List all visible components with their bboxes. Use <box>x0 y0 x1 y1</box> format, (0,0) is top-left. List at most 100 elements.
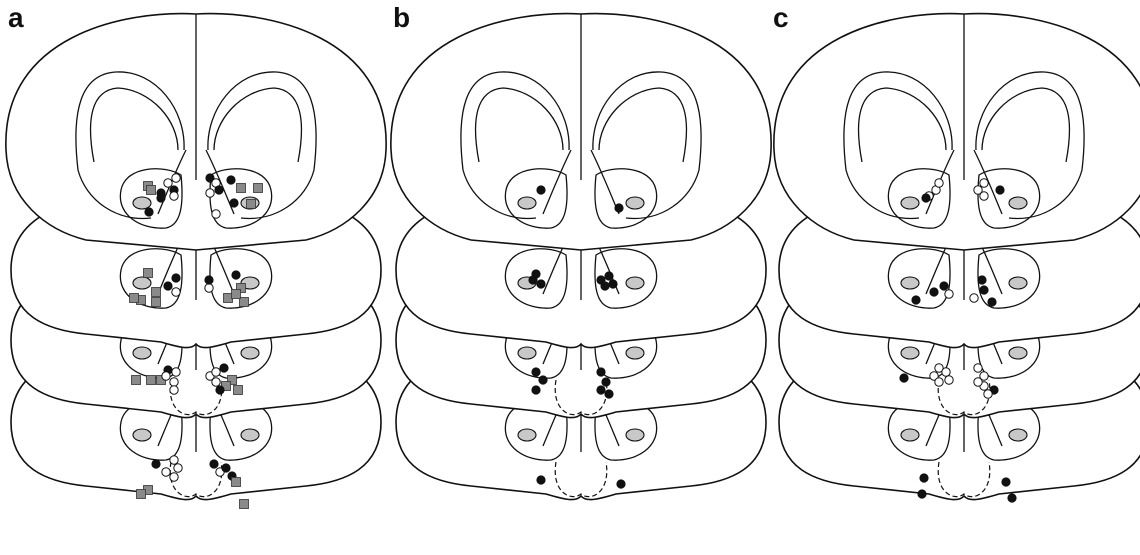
gray-square-marker <box>152 298 161 307</box>
open-circle-marker <box>935 179 943 187</box>
brain-section <box>391 14 771 250</box>
open-circle-marker <box>170 192 178 200</box>
filled-circle-marker <box>605 272 613 280</box>
open-circle-marker <box>162 468 170 476</box>
gray-square-marker <box>152 288 161 297</box>
hemisphere-outline <box>774 14 1140 250</box>
open-circle-marker <box>970 294 978 302</box>
anterior-commissure <box>626 347 644 359</box>
filled-circle-marker <box>532 368 540 376</box>
brain-section <box>774 14 1140 250</box>
anterior-commissure <box>133 277 151 289</box>
open-circle-marker <box>172 368 180 376</box>
gray-square-marker <box>130 294 139 303</box>
gray-square-marker <box>132 376 141 385</box>
anterior-commissure <box>1009 347 1027 359</box>
open-circle-marker <box>170 378 178 386</box>
open-circle-marker <box>212 378 220 386</box>
anterior-commissure <box>133 347 151 359</box>
filled-circle-marker <box>215 186 223 194</box>
filled-circle-marker <box>537 186 545 194</box>
filled-circle-marker <box>597 368 605 376</box>
brain-section <box>6 14 386 250</box>
filled-circle-marker <box>230 199 238 207</box>
filled-circle-marker <box>1002 478 1010 486</box>
filled-circle-marker <box>210 460 218 468</box>
filled-circle-marker <box>918 490 926 498</box>
filled-circle-marker <box>978 276 986 284</box>
filled-circle-marker <box>605 390 613 398</box>
anterior-commissure <box>518 429 536 441</box>
filled-circle-marker <box>996 186 1004 194</box>
open-circle-marker <box>170 386 178 394</box>
filled-circle-marker <box>537 280 545 288</box>
filled-circle-marker <box>609 280 617 288</box>
anterior-commissure <box>518 347 536 359</box>
anterior-commissure <box>1009 429 1027 441</box>
filled-circle-marker <box>615 204 623 212</box>
filled-circle-marker <box>220 364 228 372</box>
gray-square-marker <box>240 500 249 509</box>
filled-circle-marker <box>602 378 610 386</box>
section-stack-panel-b <box>391 14 771 500</box>
open-circle-marker <box>174 464 182 472</box>
gray-square-marker <box>144 269 153 278</box>
anterior-commissure <box>1009 197 1027 209</box>
open-circle-marker <box>164 179 172 187</box>
gray-square-marker <box>254 184 263 193</box>
filled-circle-marker <box>164 282 172 290</box>
open-circle-marker <box>212 210 220 218</box>
section-stack-panel-c <box>774 14 1140 503</box>
open-circle-marker <box>935 378 943 386</box>
open-circle-marker <box>980 192 988 200</box>
anterior-commissure <box>626 197 644 209</box>
open-circle-marker <box>980 179 988 187</box>
open-circle-marker <box>172 174 180 182</box>
filled-circle-marker <box>152 460 160 468</box>
gray-square-marker <box>147 376 156 385</box>
open-circle-marker <box>170 456 178 464</box>
open-circle-marker <box>206 189 214 197</box>
filled-circle-marker <box>597 386 605 394</box>
filled-circle-marker <box>537 476 545 484</box>
open-circle-marker <box>974 378 982 386</box>
open-circle-marker <box>945 290 953 298</box>
filled-circle-marker <box>920 474 928 482</box>
filled-circle-marker <box>539 376 547 384</box>
open-circle-marker <box>162 372 170 380</box>
anterior-commissure <box>626 429 644 441</box>
filled-circle-marker <box>900 374 908 382</box>
open-circle-marker <box>974 364 982 372</box>
anterior-commissure <box>241 347 259 359</box>
filled-circle-marker <box>617 480 625 488</box>
anterior-commissure <box>1009 277 1027 289</box>
filled-circle-marker <box>532 386 540 394</box>
open-circle-marker <box>170 473 178 481</box>
filled-circle-marker <box>216 386 224 394</box>
filled-circle-marker <box>930 288 938 296</box>
filled-circle-marker <box>922 194 930 202</box>
open-circle-marker <box>205 284 213 292</box>
filled-circle-marker <box>980 286 988 294</box>
gray-square-marker <box>147 186 156 195</box>
gray-square-marker <box>234 386 243 395</box>
anterior-commissure <box>901 277 919 289</box>
filled-circle-marker <box>1008 494 1016 502</box>
section-stack-panel-a <box>6 14 386 509</box>
anterior-commissure <box>133 429 151 441</box>
gray-square-marker <box>237 184 246 193</box>
filled-circle-marker <box>940 282 948 290</box>
open-circle-marker <box>172 288 180 296</box>
anterior-commissure <box>901 347 919 359</box>
anterior-commissure <box>901 197 919 209</box>
open-circle-marker <box>945 376 953 384</box>
open-circle-marker <box>984 390 992 398</box>
gray-square-marker <box>137 490 146 499</box>
filled-circle-marker <box>205 276 213 284</box>
anterior-commissure <box>518 197 536 209</box>
anterior-commissure <box>241 429 259 441</box>
filled-circle-marker <box>145 208 153 216</box>
filled-circle-marker <box>172 274 180 282</box>
filled-circle-marker <box>912 296 920 304</box>
